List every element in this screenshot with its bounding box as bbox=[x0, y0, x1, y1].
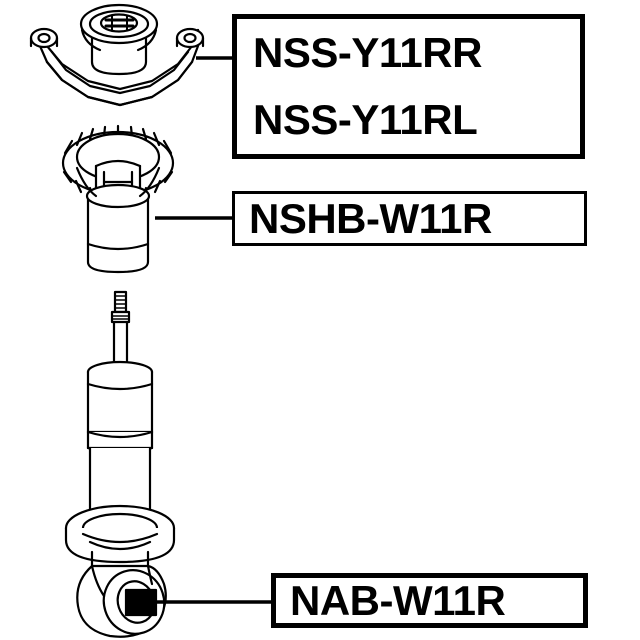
part-number-nshb-w11r: NSHB-W11R bbox=[249, 194, 492, 242]
part-number-nss-y11rl: NSS-Y11RL bbox=[253, 96, 478, 144]
part-dust-boot-bump-stop bbox=[61, 124, 175, 274]
part-number-nss-y11rr: NSS-Y11RR bbox=[253, 28, 482, 76]
part-label-nss[interactable]: NSS-Y11RR NSS-Y11RL bbox=[232, 14, 585, 159]
part-lower-mount-bushing bbox=[76, 564, 167, 638]
leader-lines bbox=[140, 56, 273, 604]
part-label-nshb[interactable]: NSHB-W11R bbox=[232, 191, 587, 246]
part-label-nab[interactable]: NAB-W11R bbox=[271, 573, 588, 628]
part-shock-absorber bbox=[64, 290, 176, 578]
part-strut-mount bbox=[29, 3, 205, 107]
part-number-nab-w11r: NAB-W11R bbox=[290, 576, 506, 624]
